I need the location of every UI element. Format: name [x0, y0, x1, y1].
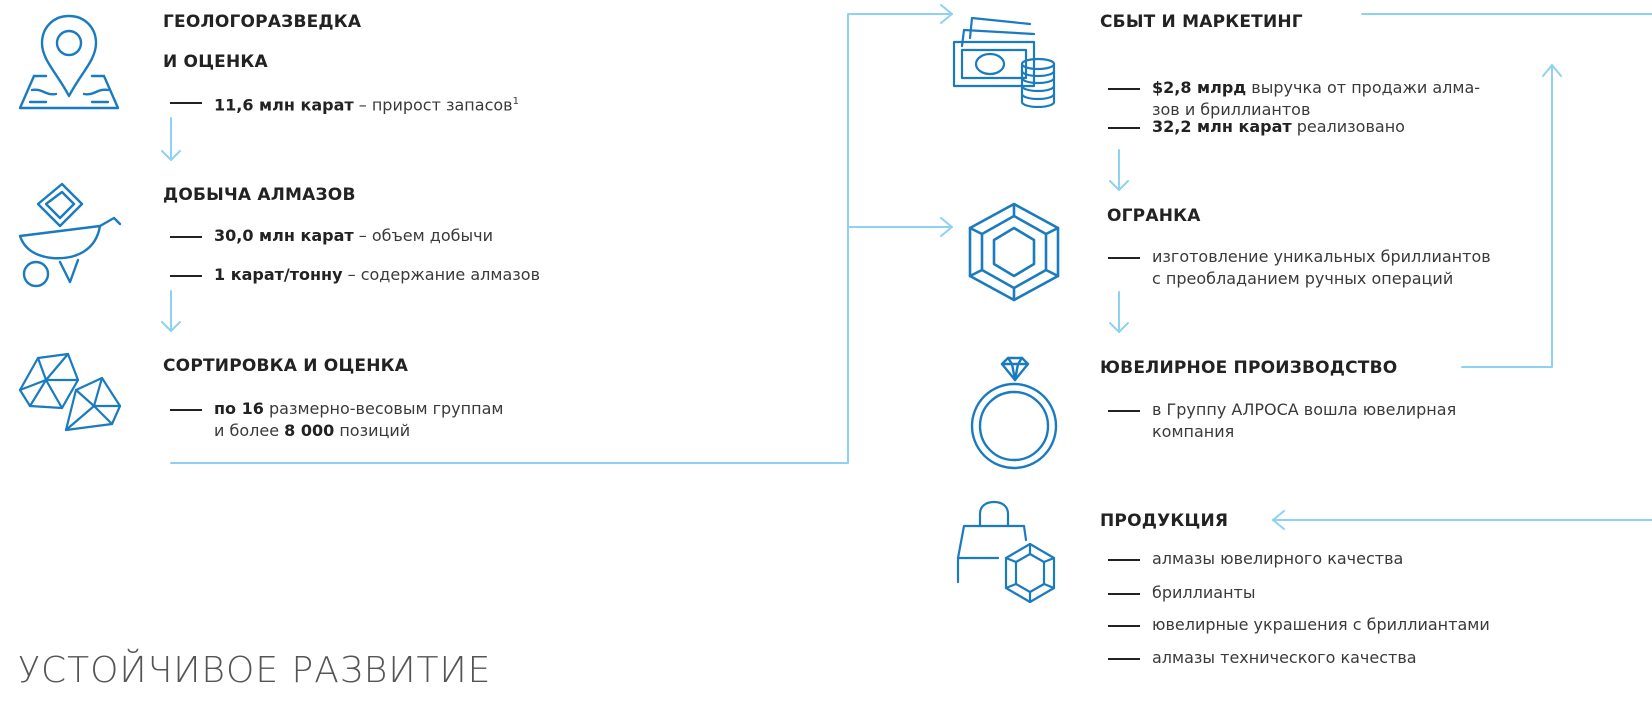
products-item-3: ювелирные украшения с бриллиантами: [1108, 614, 1490, 636]
down-arrow-2: [161, 290, 181, 332]
sorting-title: СОРТИРОВКА И ОЦЕНКА: [163, 356, 409, 376]
bullet-dash: [1108, 593, 1140, 595]
bullet-dash: [170, 409, 202, 411]
exploration-title-line1: ГЕОЛОГОРАЗВЕДКА: [163, 12, 362, 32]
jewelry-title: ЮВЕЛИРНОЕ ПРОИЗВОДСТВО: [1100, 358, 1398, 378]
down-arrow-1: [161, 117, 181, 161]
bullet-dash: [1108, 127, 1140, 129]
cut-diamond-icon: [966, 200, 1062, 304]
sustainability-heading: УСТОЙЧИВОЕ РАЗВИТИЕ: [18, 650, 492, 691]
bullet-dash: [1108, 625, 1140, 627]
sales-item-revenue: $2,8 млрд выручка от продажи алма-зов и …: [1108, 77, 1480, 121]
bullet-dash: [1108, 410, 1140, 412]
down-arrow-3: [1109, 149, 1129, 191]
bullet-dash: [170, 275, 202, 277]
bullet-dash: [170, 102, 202, 104]
sales-title: СБЫТ И МАРКЕТИНГ: [1100, 12, 1303, 32]
arrow-to-products: [1272, 510, 1285, 530]
map-pin-icon: [16, 10, 122, 110]
arrow-up: [1542, 64, 1562, 77]
ring-icon: [966, 354, 1062, 472]
wheelbarrow-diamond-icon: [16, 178, 126, 288]
bullet-dash: [1108, 257, 1140, 259]
arrow-to-cutting: [940, 217, 953, 237]
exploration-title-line2: И ОЦЕНКА: [163, 52, 268, 72]
bullet-dash: [1108, 658, 1140, 660]
exploration-item: 11,6 млн карат – прирост запасов1: [170, 91, 519, 116]
products-item-2: бриллианты: [1108, 582, 1256, 604]
products-item-4: алмазы технического качества: [1108, 647, 1417, 669]
mining-title: ДОБЫЧА АЛМАЗОВ: [163, 185, 356, 205]
sales-item-sold: 32,2 млн карат реализовано: [1108, 116, 1405, 138]
money-coins-icon: [950, 8, 1060, 108]
rough-diamonds-icon: [16, 350, 126, 440]
shopping-bag-diamond-icon: [952, 500, 1064, 620]
cutting-title: ОГРАНКА: [1107, 206, 1201, 226]
bullet-dash: [170, 236, 202, 238]
bullet-dash: [1108, 88, 1140, 90]
bullet-dash: [1108, 559, 1140, 561]
products-item-1: алмазы ювелирного качества: [1108, 548, 1403, 570]
products-title: ПРОДУКЦИЯ: [1100, 511, 1229, 531]
down-arrow-4: [1109, 291, 1129, 333]
mining-item-grade: 1 карат/тонну – содержание алмазов: [170, 264, 540, 286]
mining-item-volume: 30,0 млн карат – объем добычи: [170, 225, 493, 247]
